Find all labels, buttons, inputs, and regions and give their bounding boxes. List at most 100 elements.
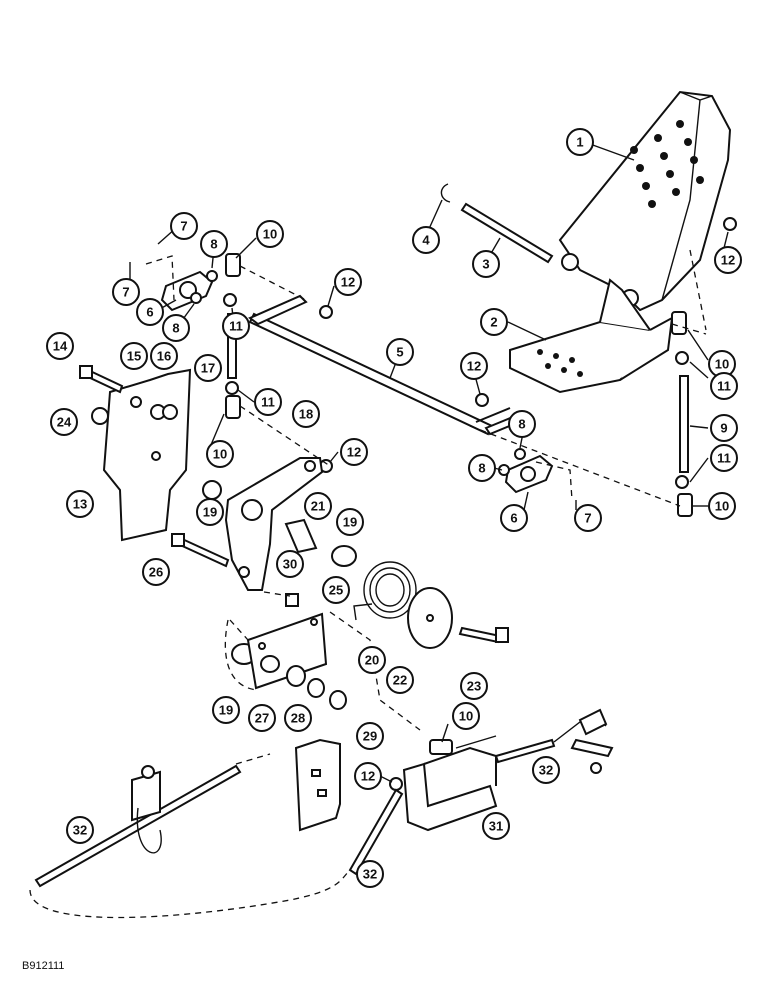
callout-31: 31 <box>482 812 510 840</box>
callout-25: 25 <box>322 576 350 604</box>
callout-12: 12 <box>714 246 742 274</box>
callout-4: 4 <box>412 226 440 254</box>
callout-23: 23 <box>460 672 488 700</box>
spring-part <box>353 561 417 621</box>
callout-number: 22 <box>393 673 407 688</box>
callout-10: 10 <box>452 702 480 730</box>
callout-13: 13 <box>66 490 94 518</box>
callout-number: 11 <box>717 379 731 394</box>
callout-32: 32 <box>66 816 94 844</box>
support-plate-part <box>294 738 341 832</box>
callout-number: 10 <box>715 499 729 514</box>
callout-number: 5 <box>396 345 403 360</box>
callout-number: 4 <box>422 233 430 248</box>
callout-8: 8 <box>162 314 190 342</box>
callout-19: 19 <box>212 696 240 724</box>
callout-10: 10 <box>256 220 284 248</box>
callout-number: 17 <box>201 361 215 376</box>
callout-22: 22 <box>386 666 414 694</box>
callout-number: 8 <box>210 237 217 252</box>
pedal-plate-part <box>509 278 674 394</box>
callout-10: 10 <box>708 492 736 520</box>
callout-12: 12 <box>354 762 382 790</box>
callout-number: 14 <box>53 339 68 354</box>
callout-20: 20 <box>358 646 386 674</box>
pin-part <box>460 202 554 264</box>
callout-number: 29 <box>363 729 377 744</box>
disc-part <box>407 587 453 649</box>
callout-number: 32 <box>73 823 87 838</box>
callout-28: 28 <box>284 704 312 732</box>
callout-number: 12 <box>467 359 481 374</box>
callout-number: 24 <box>57 415 72 430</box>
pedal-grip-holes <box>630 120 704 208</box>
callout-number: 11 <box>229 319 243 334</box>
left-bracket-part <box>102 368 192 542</box>
callout-16: 16 <box>150 342 178 370</box>
callout-number: 8 <box>478 461 485 476</box>
callout-number: 32 <box>363 867 377 882</box>
callout-15: 15 <box>120 342 148 370</box>
callout-7: 7 <box>112 278 140 306</box>
callout-21: 21 <box>304 492 332 520</box>
callout-number: 7 <box>122 285 129 300</box>
callout-number: 10 <box>263 227 277 242</box>
mounting-plate-part <box>246 612 328 690</box>
callout-number: 8 <box>172 321 179 336</box>
washer-nut-stack <box>286 665 347 710</box>
callout-number: 12 <box>341 275 355 290</box>
callout-number: 2 <box>490 315 497 330</box>
callout-number: 31 <box>489 819 503 834</box>
clevis-parts <box>225 253 693 755</box>
callout-number: 19 <box>343 515 357 530</box>
callout-10: 10 <box>206 440 234 468</box>
callout-number: 10 <box>459 709 473 724</box>
callout-number: 12 <box>361 769 375 784</box>
callout-number: 18 <box>299 407 313 422</box>
callout-number: 21 <box>311 499 325 514</box>
bolts <box>79 365 509 644</box>
callout-number: 12 <box>347 445 361 460</box>
callout-24: 24 <box>50 408 78 436</box>
callout-11: 11 <box>710 444 738 472</box>
callout-9: 9 <box>710 414 738 442</box>
callout-19: 19 <box>196 498 224 526</box>
callout-number: 15 <box>127 349 141 364</box>
callout-12: 12 <box>460 352 488 380</box>
callout-7: 7 <box>574 504 602 532</box>
callout-number: 23 <box>467 679 481 694</box>
callout-14: 14 <box>46 332 74 360</box>
cable-clamp-part <box>131 765 162 854</box>
callout-number: 26 <box>149 565 163 580</box>
callout-number: 10 <box>213 447 227 462</box>
callout-7: 7 <box>170 212 198 240</box>
spacer-part <box>284 518 318 554</box>
callout-6: 6 <box>500 504 528 532</box>
callout-number: 27 <box>255 711 269 726</box>
threaded-rod-9 <box>679 375 689 473</box>
lever-part <box>224 457 324 591</box>
callout-29: 29 <box>356 722 384 750</box>
callout-number: 11 <box>717 451 731 466</box>
callout-26: 26 <box>142 558 170 586</box>
callout-27: 27 <box>248 704 276 732</box>
pedal-part <box>558 90 732 312</box>
callout-11: 11 <box>254 388 282 416</box>
callout-12: 12 <box>334 268 362 296</box>
callout-number: 6 <box>510 511 517 526</box>
callout-number: 19 <box>203 505 217 520</box>
callout-number: 8 <box>518 417 525 432</box>
callout-number: 12 <box>721 253 735 268</box>
callout-3: 3 <box>472 250 500 278</box>
callout-number: 19 <box>219 703 233 718</box>
clip-part <box>440 183 451 203</box>
callout-number: 16 <box>157 349 171 364</box>
callout-6: 6 <box>136 298 164 326</box>
callout-number: 30 <box>283 557 297 572</box>
callout-number: 7 <box>584 511 591 526</box>
callout-8: 8 <box>468 454 496 482</box>
callout-labels: 1234566777888891010101010111111111212121… <box>46 128 742 888</box>
callout-2: 2 <box>480 308 508 336</box>
callout-30: 30 <box>276 550 304 578</box>
